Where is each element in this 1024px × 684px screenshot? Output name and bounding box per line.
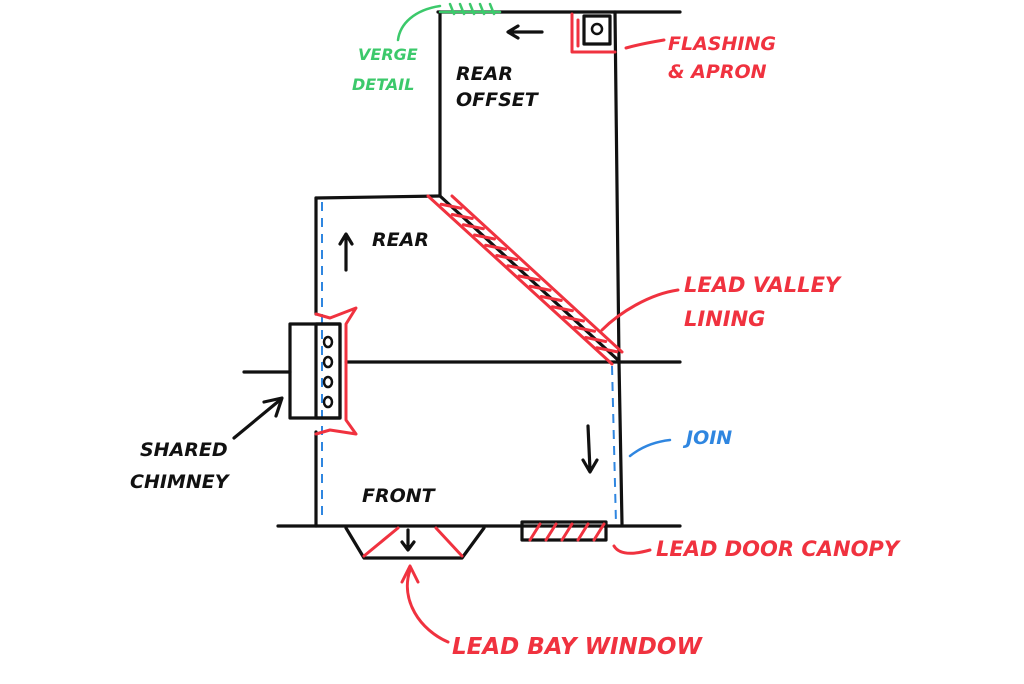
valley-hatch-tick: [473, 233, 496, 241]
label-join: JOIN: [682, 427, 732, 449]
valley-hatch-tick: [439, 202, 463, 210]
join-lines: [321, 202, 672, 525]
label-rear: REAR: [372, 229, 429, 251]
valley-hatch-tick: [562, 315, 585, 323]
arrow-left-icon: [506, 24, 544, 40]
lead-door-canopy: [520, 520, 652, 555]
valley-hatch-tick: [495, 254, 519, 261]
label-rear-offset-2: OFFSET: [456, 89, 540, 111]
valley-hatch-tick: [573, 325, 597, 333]
valley-hatch-tick: [528, 284, 552, 292]
shared-chimney: [232, 306, 358, 440]
building-outline: [242, 10, 682, 528]
label-valley-2: LINING: [684, 307, 765, 331]
label-rear-offset-1: REAR: [456, 63, 513, 85]
label-valley-1: LEAD VALLEY: [684, 273, 842, 297]
label-verge-1: VERGE: [358, 45, 418, 64]
valley-hatch-tick: [595, 346, 619, 354]
label-chimney-2: CHIMNEY: [130, 471, 231, 493]
valley-hatch-tick: [584, 336, 608, 343]
lead-valley-lining: [426, 194, 624, 366]
label-door-canopy: LEAD DOOR CANOPY: [656, 537, 901, 561]
lead-bay-window: [344, 526, 486, 644]
verge-detail: [396, 2, 502, 42]
label-flashing-1: FLASHING: [668, 33, 776, 55]
valley-hatch-tick: [450, 213, 474, 220]
valley-hatch-tick: [539, 295, 563, 302]
arrow-down-icon: [400, 528, 416, 552]
valley-hatch-tick: [506, 264, 530, 272]
label-flashing-2: & APRON: [668, 61, 767, 83]
flashing-apron: [570, 12, 617, 54]
label-front: FRONT: [362, 485, 437, 507]
arrow-down-icon: [581, 424, 599, 474]
flashing-pointer: [624, 38, 666, 50]
label-bay-window: LEAD BAY WINDOW: [452, 634, 703, 660]
valley-hatch-tick: [484, 243, 508, 251]
valley-hatch-tick: [550, 305, 574, 313]
chimney-pots-icon: [322, 335, 334, 409]
arrow-up-icon: [338, 232, 354, 272]
valley-hatch-tick: [461, 223, 485, 231]
label-chimney-1: SHARED: [140, 439, 228, 461]
valley-hatch-tick: [517, 274, 541, 282]
label-verge-2: DETAIL: [352, 75, 414, 94]
valley-pointer: [600, 288, 680, 332]
